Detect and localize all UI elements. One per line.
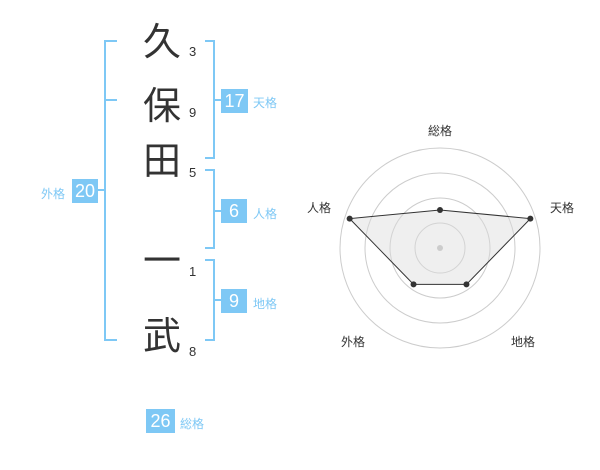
jinkaku-bracket [205,169,215,249]
tenkaku-badge: 17 [221,89,248,113]
chikaku-bracket [205,259,215,341]
radar-ring-1 [414,222,466,274]
radar-point-2 [527,215,534,222]
stroke-count-3: 5 [189,165,197,180]
radar-point-4 [410,281,417,288]
radar-label-soukaku: 総格 [428,124,453,138]
soukaku-badge: 26 [146,409,175,433]
radar-ring-3 [364,172,516,324]
radar-label-chikaku: 地格 [511,335,536,349]
radar-point-5 [346,215,353,222]
radar-point-3 [463,281,470,288]
radar-label-tenkaku: 天格 [550,201,575,215]
radar-ring-2 [389,197,491,299]
name-char-5: 武 [142,314,181,358]
chikaku-label: 地格 [253,297,278,311]
name-char-3: 田 [142,139,181,183]
radar-ring-4 [339,147,541,349]
name-char-1: 久 [142,20,181,64]
name-char-2: 保 [142,84,181,128]
gaikaku-label: 外格 [41,187,66,201]
stroke-count-2: 9 [189,105,197,120]
jinkaku-label: 人格 [253,207,278,221]
soukaku-label: 総格 [180,417,205,431]
tenkaku-label: 天格 [253,96,278,110]
brackets [97,40,221,341]
name-char-4: 一 [142,239,181,283]
jinkaku-badge: 6 [221,199,247,223]
stroke-count-4: 1 [189,264,197,279]
radar-point-1 [437,207,443,213]
radar-label-jinkaku: 人格 [307,201,332,215]
gaikaku-bracket [104,40,117,341]
radar-chart [339,147,541,349]
chikaku-badge: 9 [221,289,247,313]
gaikaku-badge: 20 [72,179,98,203]
radar-center [437,245,443,251]
stroke-count-5: 8 [189,344,197,359]
stroke-count-1: 3 [189,44,197,59]
radar-label-gaikaku: 外格 [341,335,366,349]
tenkaku-bracket [205,40,215,159]
